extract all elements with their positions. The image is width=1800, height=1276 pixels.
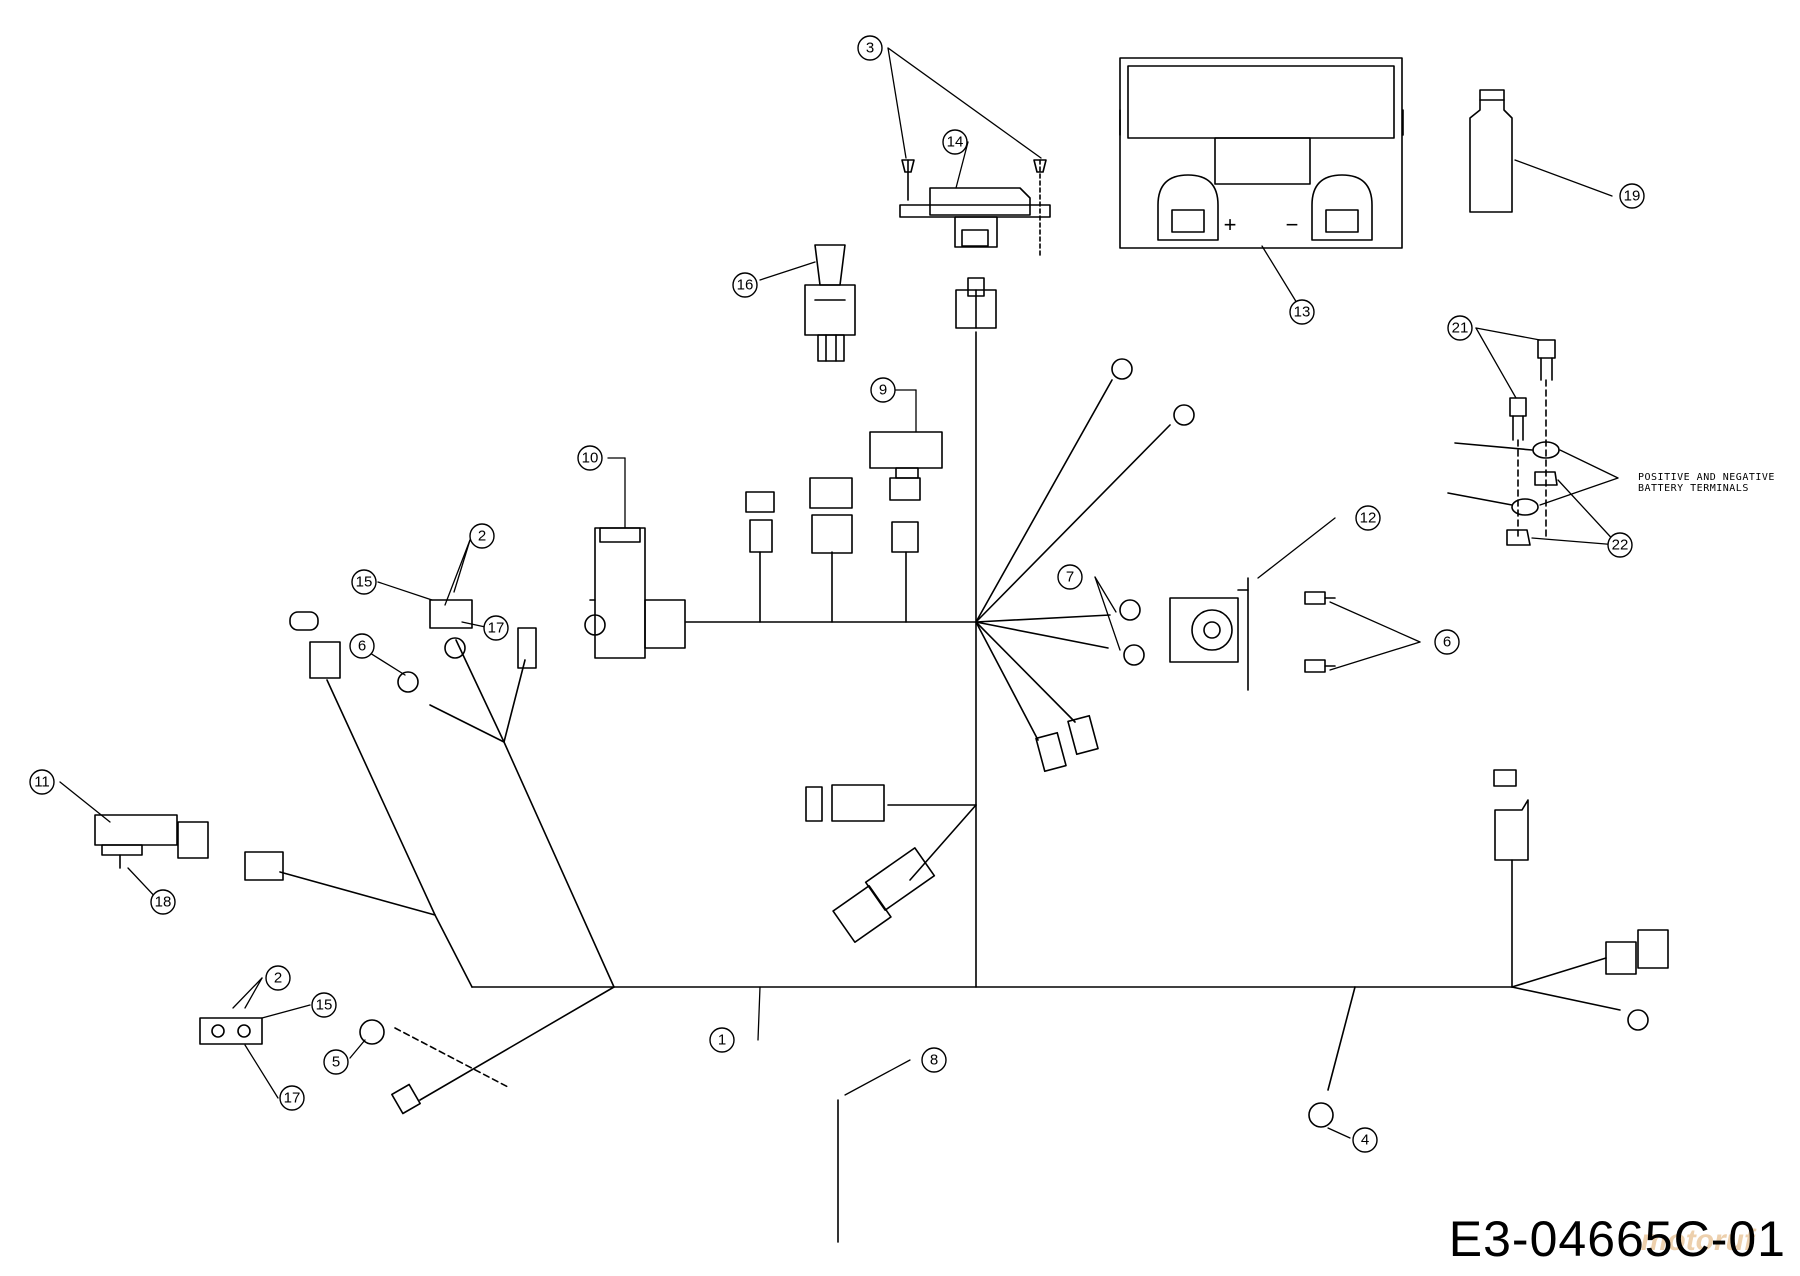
callout-14: 14 [942, 129, 968, 155]
main-harness-wires [279, 331, 1621, 1101]
battery-terminals-note-line1: POSITIVE AND NEGATIVE [1638, 472, 1775, 483]
callout-22: 22 [1607, 532, 1633, 558]
svg-text:9: 9 [879, 382, 887, 399]
svg-text:8: 8 [930, 1052, 938, 1069]
component-ring-terminals [359, 358, 1649, 1128]
callout-12: 12 [1355, 505, 1381, 531]
callout-11: 11 [29, 769, 55, 795]
callout-19: 19 [1619, 183, 1645, 209]
svg-text:15: 15 [316, 997, 333, 1014]
svg-text:22: 22 [1612, 537, 1629, 554]
component-oil-bottle [1469, 89, 1513, 213]
component-push-fasteners [1304, 591, 1336, 673]
svg-text:5: 5 [332, 1054, 340, 1071]
svg-text:18: 18 [155, 894, 172, 911]
callout-18: 18 [150, 889, 176, 915]
callout-6-right: 6 [1434, 629, 1460, 655]
callout-15-lower: 15 [311, 992, 337, 1018]
component-battery-bolts [1447, 339, 1560, 546]
svg-text:14: 14 [947, 134, 964, 151]
component-hour-meter [869, 431, 943, 479]
component-right-connectors [1493, 769, 1669, 975]
svg-text:3: 3 [866, 40, 874, 57]
component-small-connectors-left [244, 599, 537, 881]
svg-text:11: 11 [34, 774, 50, 791]
component-headlight [899, 159, 1051, 259]
component-clutch-switch [391, 1083, 839, 1243]
battery-minus-label: − [1286, 212, 1299, 237]
callout-5: 5 [323, 1049, 349, 1075]
callout-6-left: 6 [349, 633, 375, 659]
svg-text:10: 10 [582, 450, 599, 467]
component-connector-top [955, 277, 997, 329]
component-battery [1119, 57, 1404, 249]
component-starter-solenoid [94, 814, 209, 869]
callout-2-lower: 2 [265, 965, 291, 991]
callout-9: 9 [870, 377, 896, 403]
svg-text:17: 17 [488, 620, 505, 637]
watermark-logo: motoruf [1640, 1224, 1754, 1257]
callout-leader-lines [59, 47, 1619, 1139]
battery-plus-label: + [1224, 212, 1237, 237]
svg-text:12: 12 [1360, 510, 1377, 527]
svg-text:19: 19 [1624, 188, 1641, 205]
component-fuse-holders [805, 714, 1099, 943]
callout-7: 7 [1057, 564, 1083, 590]
callout-15-upper: 15 [351, 569, 377, 595]
svg-text:16: 16 [737, 277, 754, 294]
callout-4: 4 [1352, 1127, 1378, 1153]
callout-3: 3 [857, 35, 883, 61]
callouts: 1 2 2 3 4 5 6 6 7 8 9 10 11 12 13 14 15 … [29, 35, 1645, 1153]
svg-text:7: 7 [1066, 569, 1074, 586]
component-pto-switch [804, 244, 856, 362]
svg-text:2: 2 [478, 528, 486, 545]
svg-text:1: 1 [718, 1032, 726, 1049]
drawing-number: E3-04665C-01 [1448, 1211, 1786, 1267]
svg-text:2: 2 [274, 970, 282, 987]
component-seat-switch [1169, 577, 1249, 691]
component-relay-connectors [745, 477, 921, 554]
callout-17-upper: 17 [483, 615, 509, 641]
svg-text:13: 13 [1294, 304, 1311, 321]
svg-text:17: 17 [284, 1090, 301, 1107]
svg-text:21: 21 [1452, 320, 1469, 337]
component-circuit-breaker [199, 1017, 263, 1045]
component-key-switch [584, 527, 686, 659]
callout-8: 8 [921, 1047, 947, 1073]
callout-21: 21 [1447, 315, 1473, 341]
callout-2-upper: 2 [469, 523, 495, 549]
svg-text:4: 4 [1361, 1132, 1369, 1149]
callout-17-lower: 17 [279, 1085, 305, 1111]
callout-13: 13 [1289, 299, 1315, 325]
callout-16: 16 [732, 272, 758, 298]
callout-1: 1 [709, 1027, 735, 1053]
battery-terminals-note-line2: BATTERY TERMINALS [1638, 483, 1749, 494]
svg-text:6: 6 [358, 638, 366, 655]
svg-text:6: 6 [1443, 634, 1451, 651]
svg-text:15: 15 [356, 574, 373, 591]
callout-10: 10 [577, 445, 603, 471]
